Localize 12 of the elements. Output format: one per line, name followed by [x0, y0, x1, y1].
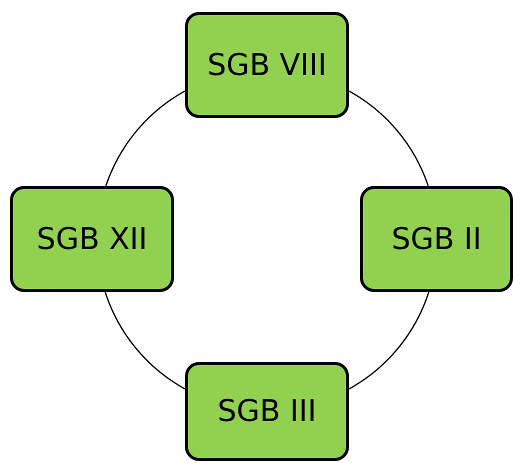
connector-arc	[348, 292, 430, 390]
connector-arc	[105, 90, 186, 186]
box-label: SGB XII	[36, 222, 148, 256]
law-box	[10, 186, 174, 292]
connector-arc	[348, 90, 429, 186]
law-box	[185, 12, 349, 118]
box-label: SGB III	[218, 395, 316, 428]
law-box	[185, 362, 349, 461]
box-label: SGB VIII	[207, 48, 327, 82]
box-label: SGB II	[391, 222, 482, 256]
connector-arc	[104, 292, 186, 390]
law-box	[360, 186, 513, 292]
